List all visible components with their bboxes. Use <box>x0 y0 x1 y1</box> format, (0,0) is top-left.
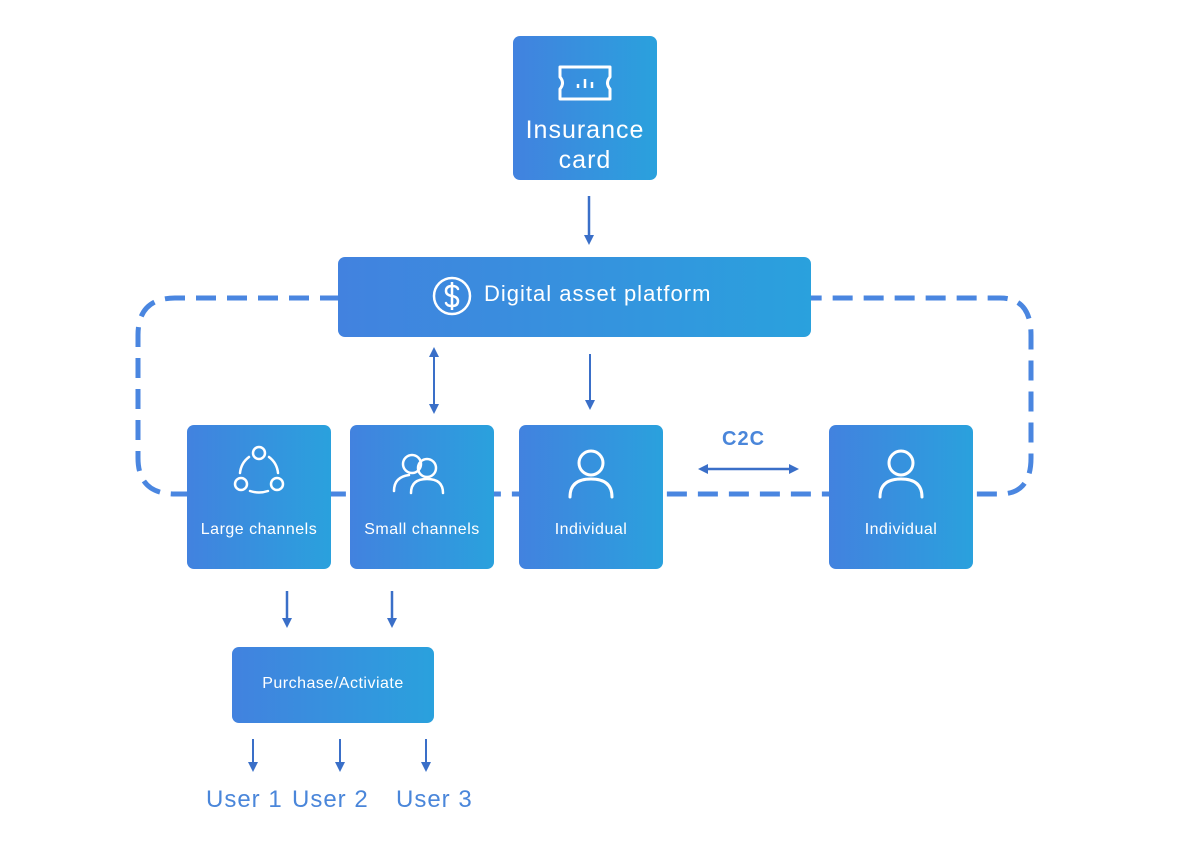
user-icon <box>568 449 614 499</box>
small-channels-label: Small channels <box>364 521 480 538</box>
individual-label-2: Individual <box>864 521 938 538</box>
user-label-1: User 1 <box>206 786 283 813</box>
dashed-loop <box>135 295 1034 497</box>
dollar-circle-icon <box>432 276 472 316</box>
user-label-3: User 3 <box>396 786 473 813</box>
insurance-card-label-line2: card <box>558 146 612 174</box>
individual-node-2: Individual <box>829 425 973 569</box>
user-label-2: User 2 <box>292 786 369 813</box>
individual-node-1: Individual <box>519 425 663 569</box>
purchase-activate-label: Purchase/Activiate <box>262 675 404 692</box>
ticket-icon <box>558 65 612 101</box>
users-icon <box>392 453 445 495</box>
purchase-activate-node: Purchase/Activiate <box>232 647 434 723</box>
individual-label-1: Individual <box>554 521 628 538</box>
network-icon <box>233 445 285 494</box>
large-channels-node: Large channels <box>187 425 331 569</box>
user-icon <box>878 449 924 499</box>
platform-label: Digital asset platform <box>484 281 712 306</box>
insurance-card-node: Insurance card <box>513 36 657 180</box>
large-channels-label: Large channels <box>200 521 318 538</box>
c2c-label: C2C <box>722 428 766 450</box>
small-channels-node: Small channels <box>350 425 494 569</box>
digital-asset-platform-node: Digital asset platform <box>338 257 811 337</box>
insurance-card-label-line1: Insurance <box>525 116 645 144</box>
